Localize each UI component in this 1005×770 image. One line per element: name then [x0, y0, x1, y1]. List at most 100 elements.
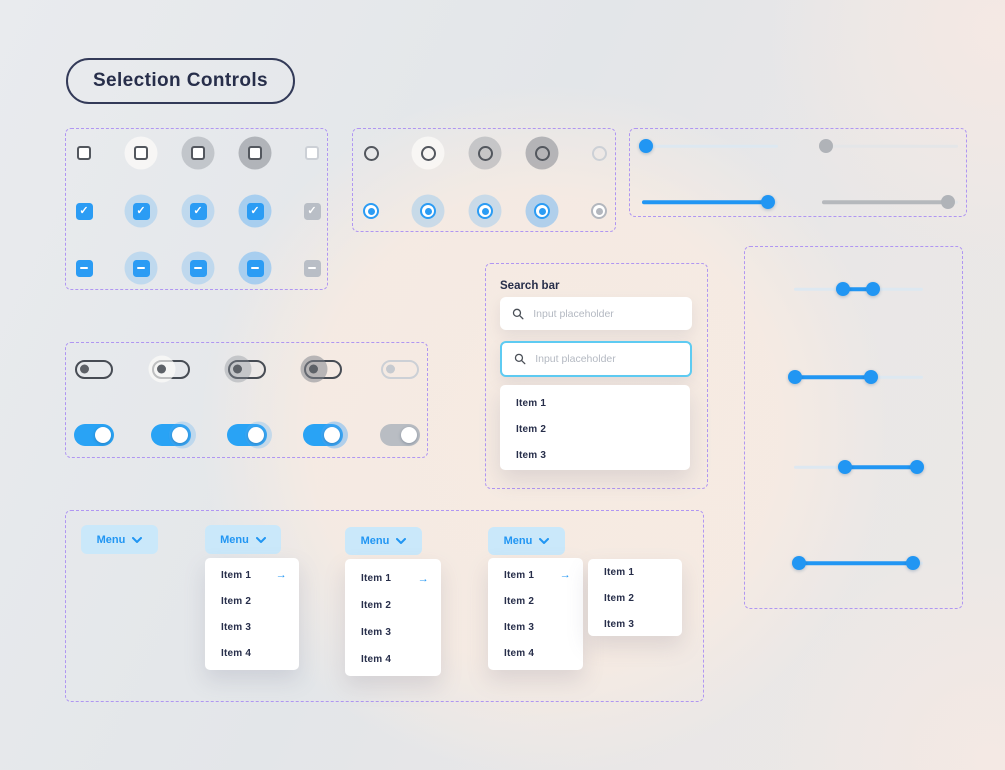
radio-selected-focused[interactable]	[522, 191, 562, 231]
slider-max-default[interactable]	[642, 195, 778, 209]
toggle-knob[interactable]	[324, 427, 340, 443]
menu-item[interactable]: Item 4	[345, 646, 441, 673]
toggle-off-hover[interactable]	[148, 349, 191, 389]
toggle-knob[interactable]	[172, 427, 188, 443]
list-item[interactable]: Item 3	[500, 442, 690, 468]
toggle-switch[interactable]	[148, 355, 190, 383]
slider-thumb-high[interactable]	[909, 460, 924, 474]
checkbox-check-icon[interactable]	[246, 202, 264, 220]
checkbox-indeterminate-icon[interactable]	[246, 259, 264, 277]
slider-thumb[interactable]	[761, 195, 776, 209]
menu-item[interactable]: Item 3	[345, 619, 441, 646]
menu-item[interactable]: Item 1→	[205, 562, 299, 588]
toggle-knob[interactable]	[157, 364, 166, 374]
slider-thumb-low[interactable]	[838, 460, 853, 474]
checkbox-unchecked-focused[interactable]	[235, 133, 275, 173]
radio-unselected-focused[interactable]	[522, 133, 562, 173]
range-slider-2[interactable]	[788, 370, 923, 384]
radio-selected-pressed[interactable]	[465, 191, 505, 231]
slider-thumb-low[interactable]	[835, 282, 850, 296]
slider-thumb-low[interactable]	[788, 370, 802, 384]
range-slider-1[interactable]	[794, 282, 923, 296]
range-slider-4[interactable]	[791, 556, 923, 570]
checkbox-unchecked-default[interactable]	[64, 133, 104, 173]
checkbox-indeterminate-icon[interactable]	[75, 259, 93, 277]
toggle-knob[interactable]	[309, 364, 318, 374]
checkbox-indeterminate-default[interactable]	[64, 248, 104, 288]
checkbox[interactable]	[134, 146, 148, 160]
checkbox[interactable]	[191, 146, 205, 160]
slider-track[interactable]	[642, 144, 778, 148]
radio-button[interactable]	[420, 203, 436, 219]
toggle-switch[interactable]	[75, 359, 113, 379]
menu-item[interactable]: Item 2	[345, 592, 441, 619]
menu-item[interactable]: Item 3	[205, 614, 299, 640]
toggle-off-pressed[interactable]	[224, 349, 267, 389]
radio-button[interactable]	[363, 203, 379, 219]
toggle-switch[interactable]	[224, 355, 266, 383]
toggle-switch[interactable]	[300, 355, 342, 383]
toggle-on-focused[interactable]	[303, 415, 348, 455]
menu-item[interactable]: Item 2	[488, 588, 583, 614]
radio-unselected-pressed[interactable]	[465, 133, 505, 173]
checkbox[interactable]	[248, 146, 262, 160]
radio-button[interactable]	[534, 145, 550, 161]
toggle-switch[interactable]	[227, 421, 272, 449]
radio-button[interactable]	[477, 145, 493, 161]
radio-unselected-default[interactable]	[351, 133, 391, 173]
menu-button-closed[interactable]: Menu	[81, 525, 158, 554]
menu-item[interactable]: Item 1→	[488, 562, 583, 588]
radio-button[interactable]	[363, 145, 379, 161]
toggle-on-hover[interactable]	[151, 415, 196, 455]
toggle-on-pressed[interactable]	[227, 415, 272, 455]
list-item[interactable]: Item 2	[500, 416, 690, 442]
menu-item[interactable]: Item 4	[488, 640, 583, 666]
checkbox-checked-focused[interactable]	[235, 191, 275, 231]
menu-item[interactable]: Item 1→	[345, 565, 441, 592]
toggle-knob[interactable]	[233, 364, 242, 374]
search-input[interactable]	[535, 353, 678, 365]
range-slider-3[interactable]	[794, 460, 924, 474]
slider-thumb-low[interactable]	[791, 556, 806, 570]
checkbox-check-icon[interactable]	[75, 202, 93, 220]
search-input-default[interactable]	[500, 297, 692, 330]
menu-button-open-2[interactable]: Menu	[345, 527, 422, 555]
radio-button[interactable]	[534, 203, 550, 219]
menu-item[interactable]: Item 3	[488, 614, 583, 640]
toggle-knob[interactable]	[80, 364, 89, 374]
slider-min-default[interactable]	[639, 139, 778, 153]
checkbox-checked-default[interactable]	[64, 191, 104, 231]
checkbox-checked-pressed[interactable]	[178, 191, 218, 231]
radio-selected-default[interactable]	[351, 191, 391, 231]
checkbox-checked-hover[interactable]	[121, 191, 161, 231]
slider-thumb-high[interactable]	[905, 556, 920, 570]
toggle-switch[interactable]	[151, 421, 196, 449]
slider-thumb-high[interactable]	[864, 370, 879, 384]
checkbox-check-icon[interactable]	[189, 202, 207, 220]
menu-item[interactable]: Item 4	[205, 640, 299, 666]
checkbox-indeterminate-icon[interactable]	[132, 259, 150, 277]
checkbox-unchecked-pressed[interactable]	[178, 133, 218, 173]
submenu-item[interactable]: Item 2	[588, 585, 682, 611]
menu-button-open-3[interactable]: Menu	[488, 527, 565, 555]
slider-thumb[interactable]	[639, 139, 654, 153]
menu-item[interactable]: Item 2	[205, 588, 299, 614]
search-input[interactable]	[533, 307, 680, 320]
toggle-on-default[interactable]	[74, 415, 114, 455]
toggle-off-default[interactable]	[74, 349, 114, 389]
checkbox-indeterminate-pressed[interactable]	[178, 248, 218, 288]
checkbox-indeterminate-icon[interactable]	[189, 259, 207, 277]
radio-button[interactable]	[420, 145, 436, 161]
checkbox-check-icon[interactable]	[132, 202, 150, 220]
toggle-off-focused[interactable]	[300, 349, 343, 389]
toggle-knob[interactable]	[95, 427, 111, 443]
submenu-item[interactable]: Item 1	[588, 559, 682, 585]
search-input-focused[interactable]	[500, 341, 692, 377]
list-item[interactable]: Item 1	[500, 390, 690, 416]
toggle-switch[interactable]	[74, 424, 114, 446]
checkbox[interactable]	[77, 146, 91, 160]
slider-thumb-high[interactable]	[865, 282, 880, 296]
toggle-switch[interactable]	[303, 421, 348, 449]
radio-selected-hover[interactable]	[408, 191, 448, 231]
submenu-item[interactable]: Item 3	[588, 611, 682, 637]
